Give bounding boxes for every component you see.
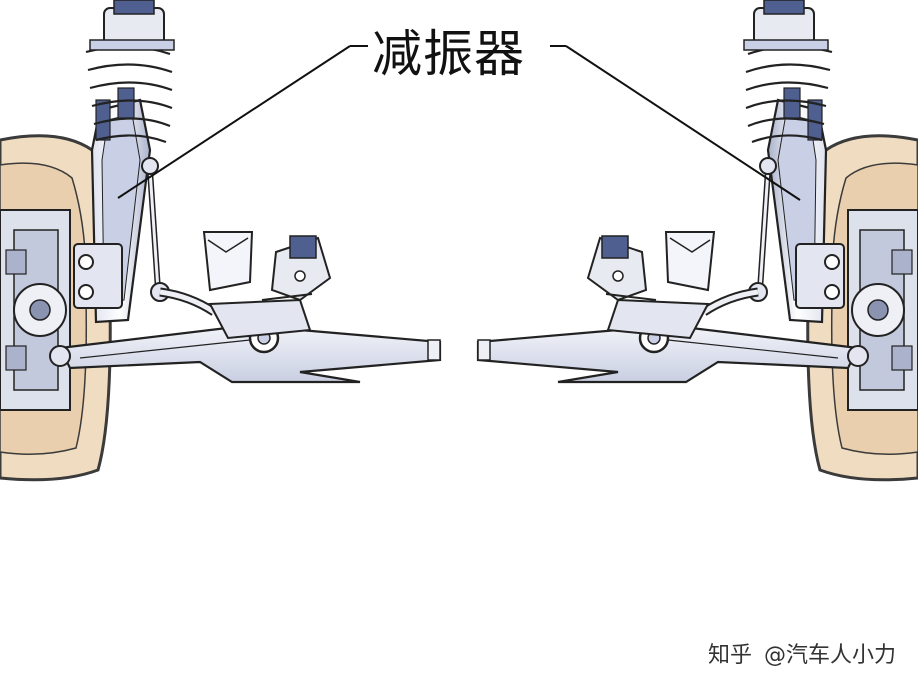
right-suspension — [478, 0, 918, 480]
shock-absorber-label: 减振器 — [372, 14, 525, 86]
watermark: 知乎 @汽车人小力 — [696, 637, 896, 669]
watermark-site: 知乎 — [708, 643, 752, 668]
watermark-author: @汽车人小力 — [764, 643, 896, 668]
